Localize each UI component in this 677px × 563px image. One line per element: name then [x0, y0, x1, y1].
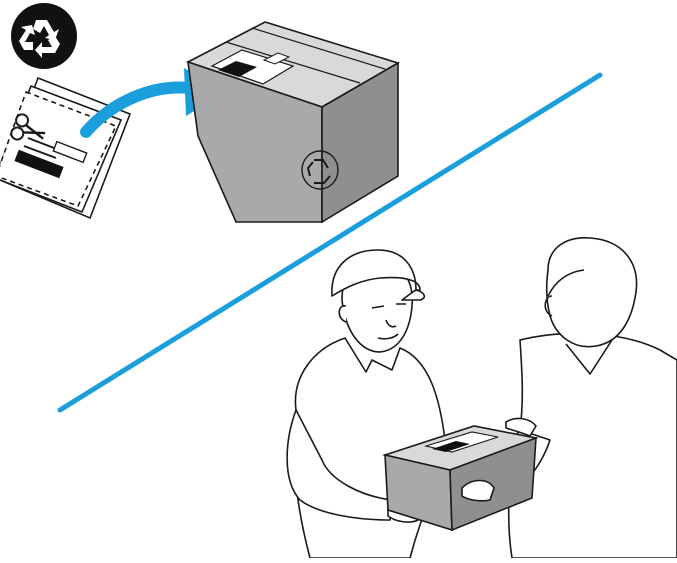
shipping-box	[188, 22, 398, 222]
courier-hand	[462, 481, 494, 501]
recycle-icon	[11, 3, 77, 69]
label-sheet	[0, 78, 130, 218]
